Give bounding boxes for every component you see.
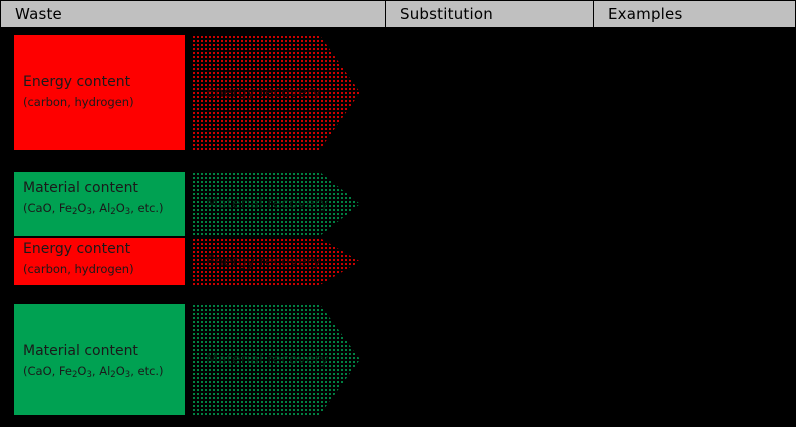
column-header-waste: Waste bbox=[0, 0, 386, 29]
diagram-body: Energy content (carbon, hydrogen) Energy… bbox=[0, 29, 796, 427]
waste-block-energy: Energy content (carbon, hydrogen) bbox=[14, 238, 185, 285]
waste-block-energy-subtitle: (carbon, hydrogen) bbox=[23, 262, 134, 276]
waste-block-material-subtitle: (CaO, Fe2O3, Al2O3, etc.) bbox=[23, 201, 164, 217]
waste-block-energy-subtitle: (carbon, hydrogen) bbox=[23, 95, 134, 109]
column-header-substitution: Substitution bbox=[386, 0, 594, 29]
waste-block-material-title: Material content bbox=[23, 180, 138, 196]
substitution-arrow-energy-recovery-label: Energy recovery bbox=[206, 84, 321, 101]
table-header-row: Waste Substitution Examples bbox=[0, 0, 796, 29]
substitution-arrow-energy-recovery: Energy recovery bbox=[192, 35, 360, 150]
column-header-substitution-label: Substitution bbox=[400, 5, 493, 23]
waste-block-material-title: Material content bbox=[23, 343, 138, 359]
waste-block-energy-title: Energy content bbox=[23, 241, 131, 257]
waste-block-energy-title: Energy content bbox=[23, 74, 131, 90]
substitution-arrow-material-recovery: Material recovery bbox=[192, 172, 360, 236]
substitution-arrow-material-recovery: Material recovery bbox=[192, 304, 360, 415]
substitution-arrow-material-recovery-label: Material recovery bbox=[206, 196, 329, 212]
substitution-arrow-material-recovery-label: Material recovery bbox=[206, 351, 329, 368]
substitution-arrow-energy-recovery-label: Energy recovery bbox=[206, 253, 321, 270]
waste-block-material: Material content (CaO, Fe2O3, Al2O3, etc… bbox=[14, 304, 185, 415]
column-header-waste-label: Waste bbox=[15, 5, 62, 23]
substitution-arrow-energy-recovery: Energy recovery bbox=[192, 238, 360, 285]
waste-block-material: Material content (CaO, Fe2O3, Al2O3, etc… bbox=[14, 172, 185, 236]
column-header-examples: Examples bbox=[594, 0, 796, 29]
waste-block-material-subtitle: (CaO, Fe2O3, Al2O3, etc.) bbox=[23, 364, 164, 380]
column-header-examples-label: Examples bbox=[608, 5, 683, 23]
waste-block-energy: Energy content (carbon, hydrogen) bbox=[14, 35, 185, 150]
